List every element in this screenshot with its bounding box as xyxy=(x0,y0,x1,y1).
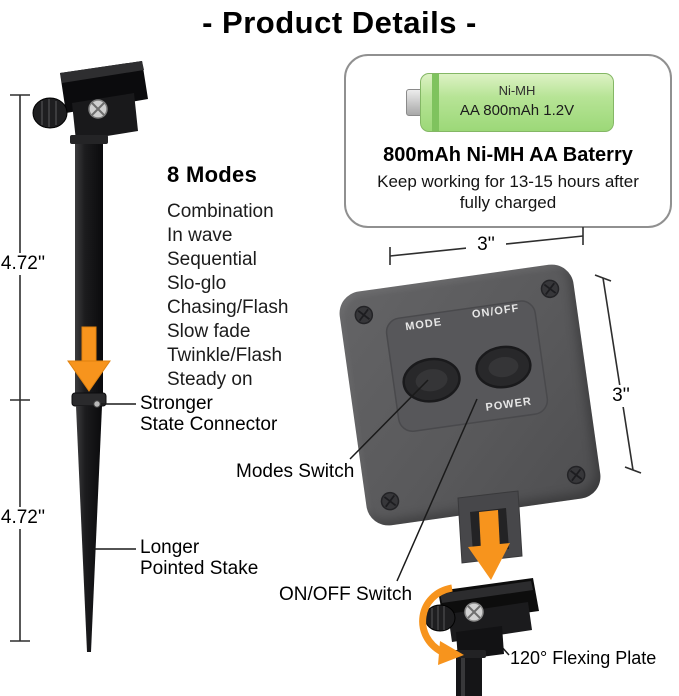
mode-list-item: Steady on xyxy=(167,369,253,390)
connector-callout: Stronger State Connector xyxy=(140,393,278,435)
mode-list-item: Chasing/Flash xyxy=(167,297,289,318)
panel-height-bracket xyxy=(594,274,642,474)
battery-heading: 800mAh Ni-MH AA Baterry xyxy=(383,144,633,166)
stake-pole xyxy=(70,135,108,652)
flexing-plate-callout: 120° Flexing Plate xyxy=(510,648,657,668)
pointed-stake-callout: Longer Pointed Stake xyxy=(140,537,259,579)
screw-icon xyxy=(354,305,374,325)
stake-upper-dimension: 4.72'' xyxy=(0,253,46,275)
panel-width-dimension: 3'' xyxy=(466,234,506,256)
mode-list-item: Slow fade xyxy=(167,321,251,342)
onoff-button[interactable] xyxy=(474,344,533,391)
battery-subtext: Keep working for 13-15 hours after fully… xyxy=(377,172,639,212)
mode-list-item: Combination xyxy=(167,201,274,222)
screw-icon xyxy=(540,279,560,299)
down-arrow-icon xyxy=(67,326,111,392)
screw-icon xyxy=(566,465,586,485)
panel-height-dimension: 3'' xyxy=(602,385,640,407)
mode-list-item: Twinkle/Flash xyxy=(167,345,283,366)
page-title: - Product Details - xyxy=(202,5,477,40)
onoff-switch-callout: ON/OFF Switch xyxy=(279,584,413,605)
mode-list-item: Sequential xyxy=(167,249,257,270)
modes-switch-callout: Modes Switch xyxy=(236,461,355,482)
battery-card: Ni-MH AA 800mAh 1.2V 800mAh Ni-MH AA Bat… xyxy=(344,54,672,228)
solar-panel-back: MODE ON/OFF POWER xyxy=(336,261,604,529)
modes-list: 8 Modes Combination In wave Sequential S… xyxy=(167,162,288,392)
battery-ring xyxy=(432,74,439,131)
down-arrow-icon xyxy=(468,510,510,580)
stake-illustration xyxy=(32,61,148,652)
battery-spec-text: AA 800mAh 1.2V xyxy=(459,102,575,119)
battery-icon: Ni-MH AA 800mAh 1.2V xyxy=(420,73,614,132)
flexing-plate-top xyxy=(32,61,148,141)
mode-list-item: In wave xyxy=(167,225,233,246)
modes-heading: 8 Modes xyxy=(167,162,258,187)
mode-list-item: Slo-glo xyxy=(167,273,227,294)
flexing-plate-assembly xyxy=(424,578,539,696)
battery-type-text: Ni-MH xyxy=(498,83,536,98)
screw-icon xyxy=(380,491,400,511)
flex-rotation-arrow-icon xyxy=(419,584,464,665)
stake-lower-dimension: 4.72'' xyxy=(0,507,46,529)
panel-graphics xyxy=(354,279,586,511)
